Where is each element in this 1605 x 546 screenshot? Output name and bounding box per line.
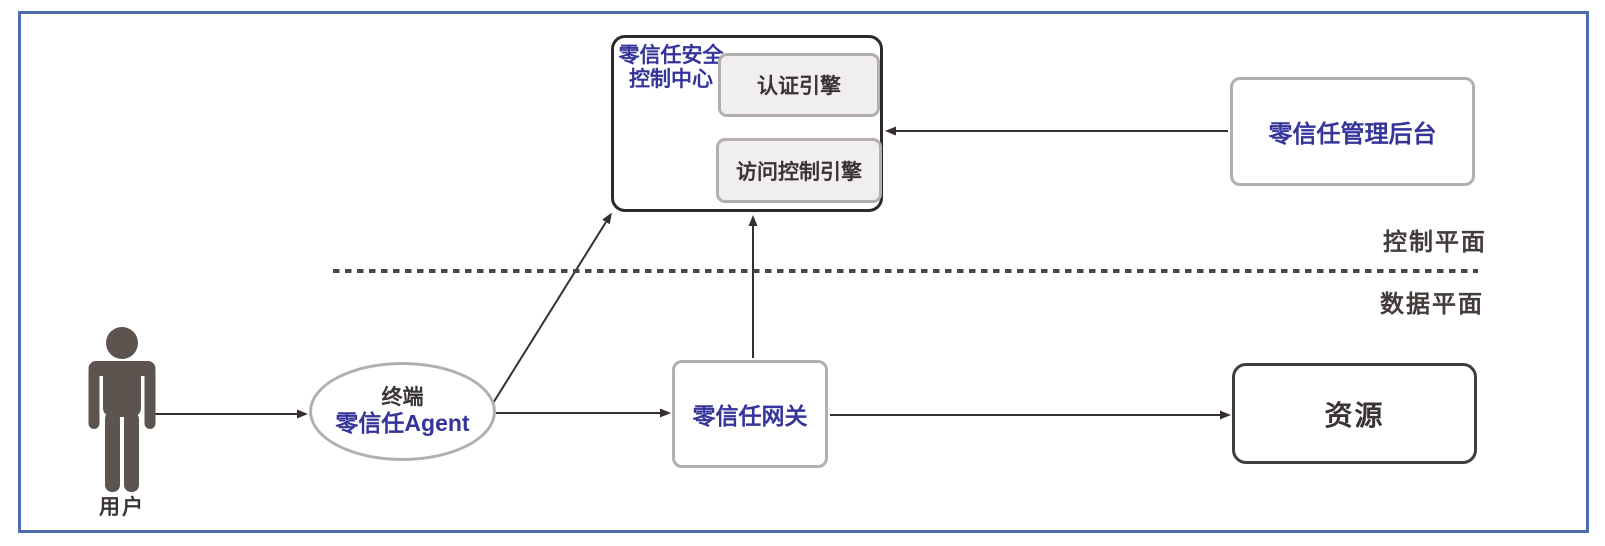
control-plane-label: 控制平面	[1383, 229, 1487, 256]
control-center-box: 零信任安全 控制中心 认证引擎 访问控制引擎	[611, 35, 883, 212]
management-backend-label: 零信任管理后台	[1268, 121, 1437, 148]
resource-label: 资源	[1324, 399, 1385, 431]
terminal-label: 终端	[381, 386, 424, 410]
control-center-title: 零信任安全 控制中心	[616, 44, 726, 91]
arrow-terminal-to-control-center	[489, 212, 612, 409]
gateway-label: 零信任网关	[692, 403, 808, 429]
user-label: 用户	[99, 496, 145, 519]
control-center-title-line1: 零信任安全	[618, 44, 724, 67]
auth-engine-label: 认证引擎	[757, 75, 841, 98]
auth-engine-box: 认证引擎	[718, 53, 880, 117]
terminal-agent-node: 终端 零信任Agent	[309, 362, 496, 461]
management-backend-box: 零信任管理后台	[1230, 77, 1475, 186]
data-plane-label: 数据平面	[1380, 291, 1484, 318]
control-center-title-line2: 控制中心	[629, 67, 713, 91]
access-control-engine-label: 访问控制引擎	[736, 160, 862, 184]
access-control-engine-box: 访问控制引擎	[716, 138, 882, 203]
zero-trust-agent-label: 零信任Agent	[335, 410, 470, 437]
diagram-frame	[18, 11, 1589, 533]
person-icon	[88, 327, 156, 492]
resource-box: 资源	[1232, 363, 1477, 464]
gateway-box: 零信任网关	[672, 360, 828, 468]
